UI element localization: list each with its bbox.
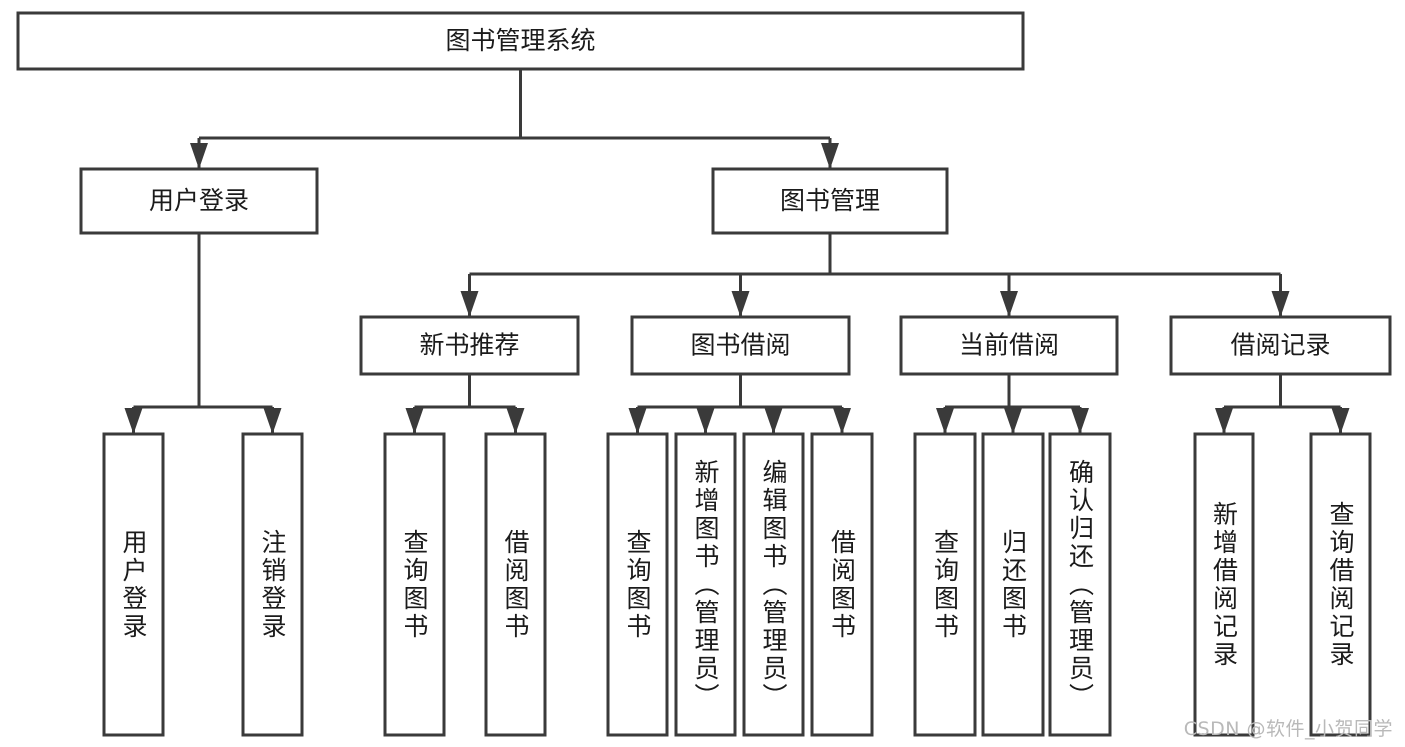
node-box-borrow-records[interactable] <box>1169 315 1392 376</box>
arrow-head-icon-book-borrow <box>731 291 750 317</box>
arrow-head-icon-add-borrow-record <box>1215 408 1233 434</box>
node-box-add-book-admin[interactable] <box>674 432 737 737</box>
node-box-new-book-recommend[interactable] <box>359 315 580 376</box>
node-box-return-book[interactable] <box>981 432 1045 737</box>
arrow-head-icon-new-book-recommend <box>460 291 479 317</box>
arrow-head-icon-query-book-2 <box>628 408 647 434</box>
arrow-head-icon-query-book-3 <box>936 408 954 434</box>
arrow-head-icon-query-borrow-record <box>1331 408 1350 434</box>
node-box-borrow-book-2[interactable] <box>810 432 874 737</box>
node-box-user-logout-leaf[interactable] <box>241 432 304 737</box>
arrow-head-icon-confirm-return-admin <box>1071 408 1089 434</box>
node-label-root: 图书管理系统 <box>445 26 595 55</box>
node-box-add-borrow-record[interactable] <box>1193 432 1255 737</box>
node-label-user-login: 用户登录 <box>149 186 249 215</box>
arrow-head-icon-user-logout-leaf <box>263 408 282 434</box>
arrow-head-icon-borrow-book-1 <box>506 408 525 434</box>
arrow-head-icon-user-login-leaf <box>124 408 143 434</box>
node-label-borrow-records: 借阅记录 <box>1230 331 1330 360</box>
node-box-query-book-1[interactable] <box>383 432 446 737</box>
node-box-confirm-return-admin[interactable] <box>1048 432 1112 737</box>
node-box-user-login-leaf[interactable] <box>102 432 165 737</box>
arrow-head-icon-book-management <box>821 143 839 169</box>
arrow-head-icon-borrow-book-2 <box>833 408 851 434</box>
node-box-root[interactable] <box>16 11 1025 71</box>
node-label-book-management: 图书管理 <box>780 186 880 215</box>
node-box-query-book-3[interactable] <box>913 432 977 737</box>
arrow-head-icon-add-book-admin <box>696 408 715 434</box>
node-box-query-borrow-record[interactable] <box>1309 432 1372 737</box>
arrow-head-icon-borrow-records <box>1271 291 1290 317</box>
node-box-current-borrow[interactable] <box>899 315 1119 376</box>
node-box-user-login[interactable] <box>79 167 319 235</box>
node-box-book-management[interactable] <box>711 167 949 235</box>
arrow-head-icon-query-book-1 <box>405 408 424 434</box>
node-box-query-book-2[interactable] <box>606 432 669 737</box>
node-box-edit-book-admin[interactable] <box>742 432 805 737</box>
connectors-layer <box>124 69 1350 434</box>
boxes-layer <box>16 11 1392 737</box>
node-label-new-book-recommend: 新书推荐 <box>419 331 519 360</box>
arrow-head-icon-return-book <box>1004 408 1022 434</box>
node-label-book-borrow: 图书借阅 <box>690 331 790 360</box>
node-box-borrow-book-1[interactable] <box>484 432 547 737</box>
node-label-current-borrow: 当前借阅 <box>959 331 1059 360</box>
node-box-book-borrow[interactable] <box>630 315 851 376</box>
arrow-head-icon-current-borrow <box>1000 291 1018 317</box>
arrow-head-icon-edit-book-admin <box>764 408 783 434</box>
arrow-head-icon-user-login <box>190 143 208 169</box>
watermark-text: CSDN @软件_小贺同学 <box>1183 718 1393 740</box>
